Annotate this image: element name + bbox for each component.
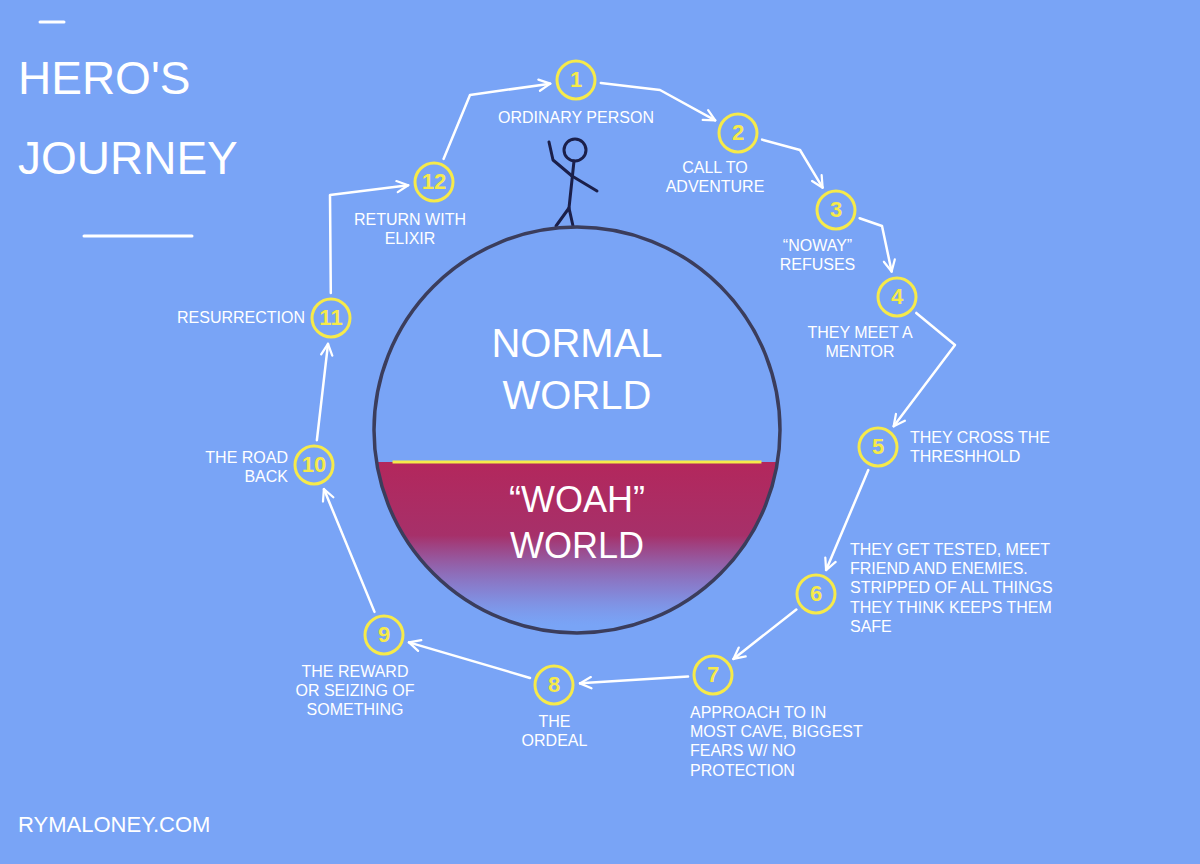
callout-number: 4 [876,276,918,318]
step-label: THEY MEET A MENTOR [805,323,915,361]
step-label: CALL TO ADVENTURE [660,158,770,196]
title-underline [84,235,192,238]
step-circle: 6THEY GET TESTED, MEET FRIEND AND ENEMIE… [795,573,837,615]
step-circle: 8THE ORDEAL [533,664,575,706]
figure-arm [549,142,572,176]
world-outline [372,225,782,635]
callout-number: 6 [795,573,837,615]
cycle-arrow [409,642,530,678]
title-rule [40,21,64,24]
callout-number: 7 [692,654,734,696]
step-label: “NOWAY” REFUSES [770,236,865,274]
callout-number: 5 [857,426,899,468]
step-label: THE REWARD OR SEIZING OF SOMETHING [290,662,420,720]
figure-arm [572,176,597,191]
stick-figure [549,139,597,226]
step-label: ORDINARY PERSON [491,108,661,127]
step-circle: 7APPROACH TO IN MOST CAVE, BIGGEST FEARS… [692,654,734,696]
woah-region [372,462,782,635]
cycle-arrow [733,609,796,658]
step-circle: 10THE ROAD BACK [293,444,335,486]
step-circle: 4THEY MEET A MENTOR [876,276,918,318]
step-circle: 2CALL TO ADVENTURE [717,112,759,154]
world-label: “WOAH” WORLD [372,477,782,569]
cycle-arrow [860,218,892,271]
callout-number: 2 [717,112,759,154]
callout-number: 11 [310,297,352,339]
step-circle: 3“NOWAY” REFUSES [815,189,857,231]
callout-number: 8 [533,664,575,706]
figure-head [564,139,586,161]
cycle-arrow [324,489,375,612]
step-label: RETURN WITH ELIXIR [345,210,475,248]
watermark: RYMALONEY.COM [18,812,210,838]
step-circle: 9THE REWARD OR SEIZING OF SOMETHING [363,614,405,656]
diagram-title: HERO'S JOURNEY [18,38,268,198]
world-circle: NORMAL WORLD “WOAH” WORLD [372,225,782,635]
callout-number: 3 [815,189,857,231]
figure-legs [556,208,573,226]
step-label: THE ROAD BACK [168,448,288,486]
step-circle: 12RETURN WITH ELIXIR [413,161,455,203]
callout-number: 12 [413,161,455,203]
callout-number: 1 [555,59,597,101]
callout-number: 10 [293,444,335,486]
step-label: APPROACH TO IN MOST CAVE, BIGGEST FEARS … [690,703,870,780]
step-circle: 5THEY CROSS THE THRESHHOLD [857,426,899,468]
cycle-arrow [762,140,823,188]
figure-body [569,161,574,208]
world-label: NORMAL WORLD [372,317,782,421]
step-label: RESURRECTION [155,308,305,327]
callout-number: 9 [363,614,405,656]
world-border [374,227,780,633]
step-label: THEY GET TESTED, MEET FRIEND AND ENEMIES… [850,540,1055,636]
step-label: THEY CROSS THE THRESHHOLD [910,428,1070,466]
step-circle: 11RESURRECTION [310,297,352,339]
step-label: THE ORDEAL [517,712,592,750]
step-circle: 1ORDINARY PERSON [555,59,597,101]
world-divider [393,461,762,464]
cycle-arrow [580,677,688,684]
cycle-arrow [317,344,328,440]
